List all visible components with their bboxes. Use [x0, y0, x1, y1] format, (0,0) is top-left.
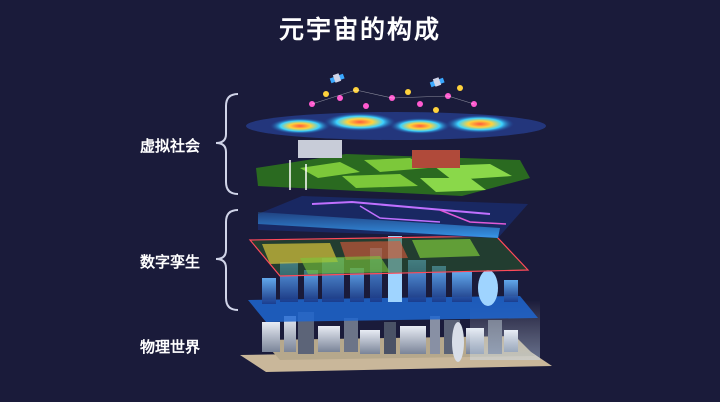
layer-label-digital-twin: 数字孪生 [140, 253, 201, 271]
digital-twin-plate [248, 235, 530, 277]
page-title: 元宇宙的构成 [278, 15, 441, 44]
layer-label-physical-world: 物理世界 [140, 338, 201, 356]
bracket-virtual-society [215, 93, 239, 195]
virtual-society-heatmap [246, 85, 546, 140]
layer-label-virtual-society: 虚拟社会 [140, 137, 201, 155]
physical-world-city [240, 300, 552, 372]
road-network-plate [258, 196, 528, 238]
virtual-society-grass-plate [256, 140, 530, 196]
satellite-icon [329, 73, 345, 84]
satellite-icon [429, 77, 445, 88]
bracket-digital-twin [215, 209, 239, 311]
